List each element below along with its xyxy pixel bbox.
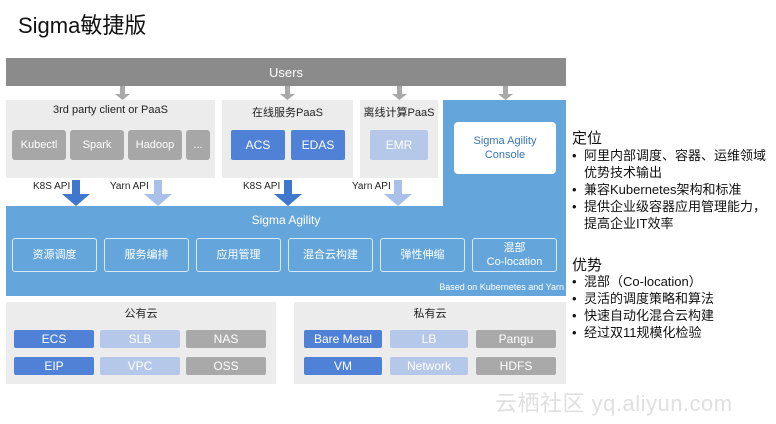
api-arrows <box>62 180 412 206</box>
console-line1: Sigma Agility <box>473 135 537 147</box>
slb-box: SLB <box>100 330 180 348</box>
oss-box: OSS <box>186 357 266 375</box>
module-label: 混合云构建 <box>303 249 358 261</box>
module-co-location: 混部 Co-location <box>472 238 557 272</box>
positioning-item: 兼容Kubernetes架构和标准 <box>572 181 770 198</box>
module-label: 资源调度 <box>32 249 77 261</box>
module-resource-scheduling: 资源调度 <box>12 238 97 272</box>
module-label: 应用管理 <box>216 249 261 261</box>
console-line2: Console <box>484 149 526 161</box>
spark-box: Spark <box>70 130 124 160</box>
nas-box: NAS <box>186 330 266 348</box>
positioning-item: 提供企业级容器应用管理能力，提高企业IT效率 <box>572 198 770 232</box>
users-bar: Users <box>6 58 566 86</box>
sigma-agility-console: Sigma Agility Console <box>454 122 556 174</box>
module-label: 服务编排 <box>124 249 169 261</box>
edas-box: EDAS <box>291 130 345 160</box>
advantages-item: 快速自动化混合云构建 <box>572 307 770 324</box>
api-label-k8s-2: K8S API <box>243 181 281 192</box>
sigma-agility-title: Sigma Agility <box>251 213 321 227</box>
vpc-box: VPC <box>100 357 180 375</box>
third-party-title: 3rd party client or PaaS <box>53 104 168 116</box>
watermark: 云栖社区 yq.aliyun.com <box>495 391 733 416</box>
users-arrows <box>115 86 513 100</box>
advantages-item: 混部（Co-location） <box>572 273 770 290</box>
api-label-yarn-2: Yarn API <box>352 181 391 192</box>
based-on-note: Based on Kubernetes and Yarn <box>439 282 564 292</box>
api-label-k8s-1: K8S API <box>33 181 71 192</box>
advantages-list: 混部（Co-location） 灵活的调度策略和算法 快速自动化混合云构建 经过… <box>572 273 770 341</box>
api-label-yarn-1: Yarn API <box>110 181 149 192</box>
eip-box: EIP <box>14 357 94 375</box>
advantages-item: 经过双11规模化检验 <box>572 324 770 341</box>
emr-box: EMR <box>370 130 428 160</box>
ecs-box: ECS <box>14 330 94 348</box>
positioning-list: 阿里内部调度、容器、运维领域优势技术输出 兼容Kubernetes架构和标准 提… <box>572 147 770 232</box>
advantages-item: 灵活的调度策略和算法 <box>572 290 770 307</box>
more-box: ... <box>186 130 210 160</box>
advantages-heading: 优势 <box>572 257 603 274</box>
positioning-heading: 定位 <box>572 130 603 147</box>
positioning-item: 阿里内部调度、容器、运维领域优势技术输出 <box>572 147 770 181</box>
kubectl-box: Kubectl <box>12 130 66 160</box>
module-service-orchestration: 服务编排 <box>104 238 189 272</box>
network-box: Network <box>390 357 468 375</box>
vm-box: VM <box>304 357 382 375</box>
module-label: 混部 <box>503 242 526 254</box>
module-hybrid-cloud: 混合云构建 <box>288 238 373 272</box>
module-elastic-scaling: 弹性伸缩 <box>380 238 465 272</box>
module-app-management: 应用管理 <box>196 238 281 272</box>
pangu-box: Pangu <box>476 330 556 348</box>
hdfs-box: HDFS <box>476 357 556 375</box>
hadoop-box: Hadoop <box>128 130 182 160</box>
online-paas-title: 在线服务PaaS <box>252 107 323 119</box>
acs-box: ACS <box>231 130 285 160</box>
module-sublabel: Co-location <box>486 256 543 268</box>
lb-box: LB <box>390 330 468 348</box>
offline-paas-title: 离线计算PaaS <box>363 107 435 119</box>
public-cloud-title: 公有云 <box>124 308 158 320</box>
private-cloud-title: 私有云 <box>413 308 447 320</box>
page-title: Sigma敏捷版 <box>18 13 147 38</box>
module-label: 弹性伸缩 <box>400 249 445 261</box>
bare-metal-box: Bare Metal <box>304 330 382 348</box>
